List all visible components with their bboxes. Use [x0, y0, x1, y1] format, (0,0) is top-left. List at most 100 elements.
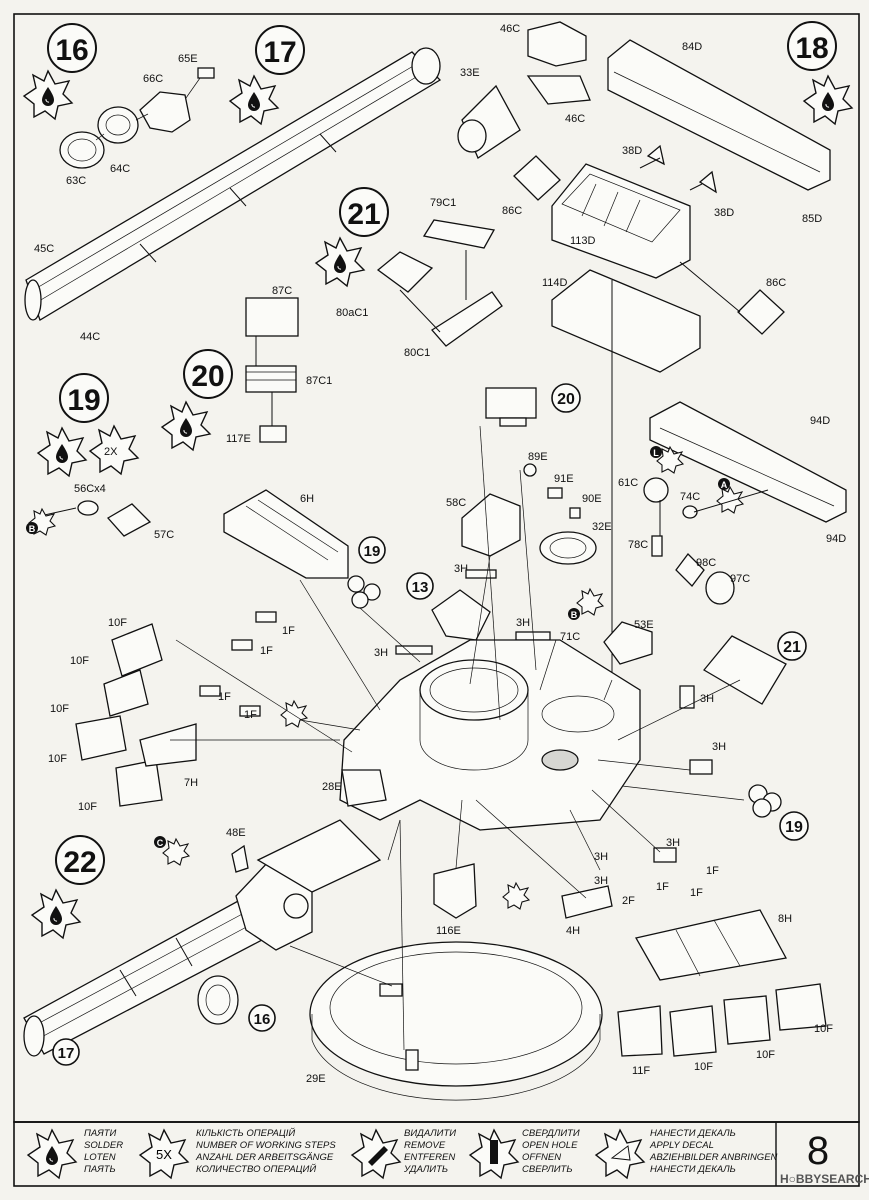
svg-text:1F: 1F: [690, 887, 703, 899]
badge-remove-center: [280, 700, 308, 728]
part-56Cx4: 56Cx4: [39, 483, 106, 517]
svg-text:OPEN HOLE: OPEN HOLE: [522, 1140, 578, 1151]
svg-text:46C: 46C: [565, 113, 585, 125]
svg-text:90E: 90E: [582, 493, 602, 505]
legend-decal: НАНЕСТИ ДЕКАЛЬ APPLY DECAL ABZIEHBILDER …: [595, 1128, 778, 1179]
part-66C: 66C: [139, 73, 191, 133]
badge-C: C: [154, 836, 190, 866]
svg-text:29E: 29E: [306, 1073, 326, 1085]
svg-text:4H: 4H: [566, 925, 580, 937]
svg-text:3H: 3H: [666, 837, 680, 849]
svg-text:98C: 98C: [696, 557, 716, 569]
svg-text:3H: 3H: [594, 851, 608, 863]
svg-text:113D: 113D: [570, 235, 596, 247]
svg-text:53E: 53E: [634, 619, 654, 631]
part-46C-top: 46C: [500, 21, 587, 67]
svg-text:A: A: [721, 480, 728, 490]
part-1F-left: 1F 1F 1F 1F: [199, 611, 295, 721]
svg-text:91E: 91E: [554, 473, 574, 485]
step-17-number: 17: [263, 36, 296, 69]
svg-text:94D: 94D: [810, 415, 830, 427]
svg-text:44C: 44C: [80, 331, 100, 343]
step-21-number: 21: [347, 198, 380, 231]
svg-text:3H: 3H: [594, 875, 608, 887]
svg-text:64C: 64C: [110, 163, 130, 175]
svg-text:C: C: [157, 838, 164, 848]
svg-text:ВИДАЛИТИ: ВИДАЛИТИ: [404, 1128, 456, 1139]
part-64C: 64C: [97, 106, 139, 175]
svg-text:3H: 3H: [374, 647, 388, 659]
part-84D-85D: 84D 85D: [607, 39, 831, 225]
badge-B2: B: [568, 588, 604, 620]
badge-B1: B: [26, 508, 56, 536]
legend-solder: ПАЯТИ SOLDER LOTEN ПАЯТЬ: [27, 1128, 123, 1179]
svg-text:32E: 32E: [592, 521, 612, 533]
svg-text:58C: 58C: [446, 497, 466, 509]
svg-text:СВЕРДЛИТИ: СВЕРДЛИТИ: [522, 1128, 580, 1139]
step-18-number: 18: [795, 32, 828, 65]
part-4H: 4H: [561, 885, 613, 937]
watermark-logo: H○BBYSEARCH: [780, 1172, 869, 1186]
part-116E: 116E: [433, 863, 477, 937]
svg-text:B: B: [29, 524, 36, 534]
legend-working-steps: 5X КІЛЬКІСТЬ ОПЕРАЦІЙ NUMBER OF WORKING …: [139, 1127, 336, 1179]
svg-text:LOTEN: LOTEN: [84, 1152, 116, 1163]
svg-text:1F: 1F: [656, 881, 669, 893]
svg-text:87C1: 87C1: [306, 375, 332, 387]
part-53E: 53E: [603, 619, 654, 665]
svg-text:10F: 10F: [78, 801, 97, 813]
callout-20: 20: [551, 383, 581, 413]
svg-text:REMOVE: REMOVE: [404, 1140, 446, 1151]
part-86C-a: 86C: [502, 155, 561, 217]
svg-text:ENTFEREN: ENTFEREN: [404, 1152, 455, 1163]
svg-text:117E: 117E: [226, 433, 251, 445]
svg-text:17: 17: [58, 1045, 75, 1062]
step-18-badge: 18: [787, 21, 853, 125]
svg-text:38D: 38D: [622, 145, 642, 157]
svg-text:16: 16: [254, 1011, 271, 1028]
part-61C: 61C: [618, 477, 669, 503]
svg-text:B: B: [571, 610, 578, 620]
svg-text:SOLDER: SOLDER: [84, 1140, 123, 1151]
svg-text:10F: 10F: [48, 753, 67, 765]
part-48E: 48E: [226, 827, 249, 873]
step-17-badge: 17: [229, 25, 305, 125]
part-80aC1: 80aC1: [336, 251, 434, 319]
svg-text:11F: 11F: [632, 1065, 650, 1077]
part-97C: 97C: [705, 571, 750, 605]
svg-text:2X: 2X: [104, 446, 118, 458]
callout-19b: 19: [779, 811, 809, 841]
svg-text:10F: 10F: [108, 617, 127, 629]
svg-text:80aC1: 80aC1: [336, 307, 368, 319]
svg-text:8H: 8H: [778, 913, 792, 925]
part-main-gun: [23, 819, 382, 1057]
part-mantlet-ring-lower: [197, 975, 239, 1025]
step-22-number: 22: [63, 846, 96, 879]
step-16-badge: 16: [23, 23, 97, 120]
svg-text:1F: 1F: [260, 645, 273, 657]
svg-text:84D: 84D: [682, 41, 702, 53]
step-16-number: 16: [55, 34, 88, 67]
part-86C-b: 86C: [737, 277, 786, 335]
part-94D: 94D 94D: [649, 401, 847, 545]
svg-text:НАНЕСТИ ДЕКАЛЬ: НАНЕСТИ ДЕКАЛЬ: [650, 1164, 736, 1175]
svg-text:61C: 61C: [618, 477, 638, 489]
svg-text:56Cx4: 56Cx4: [74, 483, 106, 495]
svg-text:116E: 116E: [436, 925, 461, 937]
legend-frame: [13, 1121, 860, 1187]
svg-text:2F: 2F: [622, 895, 635, 907]
svg-text:38D: 38D: [714, 207, 734, 219]
svg-text:28E: 28E: [322, 781, 342, 793]
part-6H: 6H: [223, 489, 349, 579]
svg-text:7H: 7H: [184, 777, 198, 789]
svg-text:ABZIEHBILDER ANBRINGEN: ABZIEHBILDER ANBRINGEN: [649, 1152, 778, 1163]
step-19-badge: 19 2X: [37, 373, 139, 477]
svg-text:57C: 57C: [154, 529, 174, 541]
svg-text:46C: 46C: [500, 23, 520, 35]
svg-text:85D: 85D: [802, 213, 822, 225]
callout-19a: 19: [358, 536, 386, 564]
svg-text:НАНЕСТИ ДЕКАЛЬ: НАНЕСТИ ДЕКАЛЬ: [650, 1128, 736, 1139]
part-87C: 87C: [245, 285, 299, 337]
svg-text:19: 19: [364, 543, 381, 560]
part-117E: 117E: [226, 425, 287, 445]
